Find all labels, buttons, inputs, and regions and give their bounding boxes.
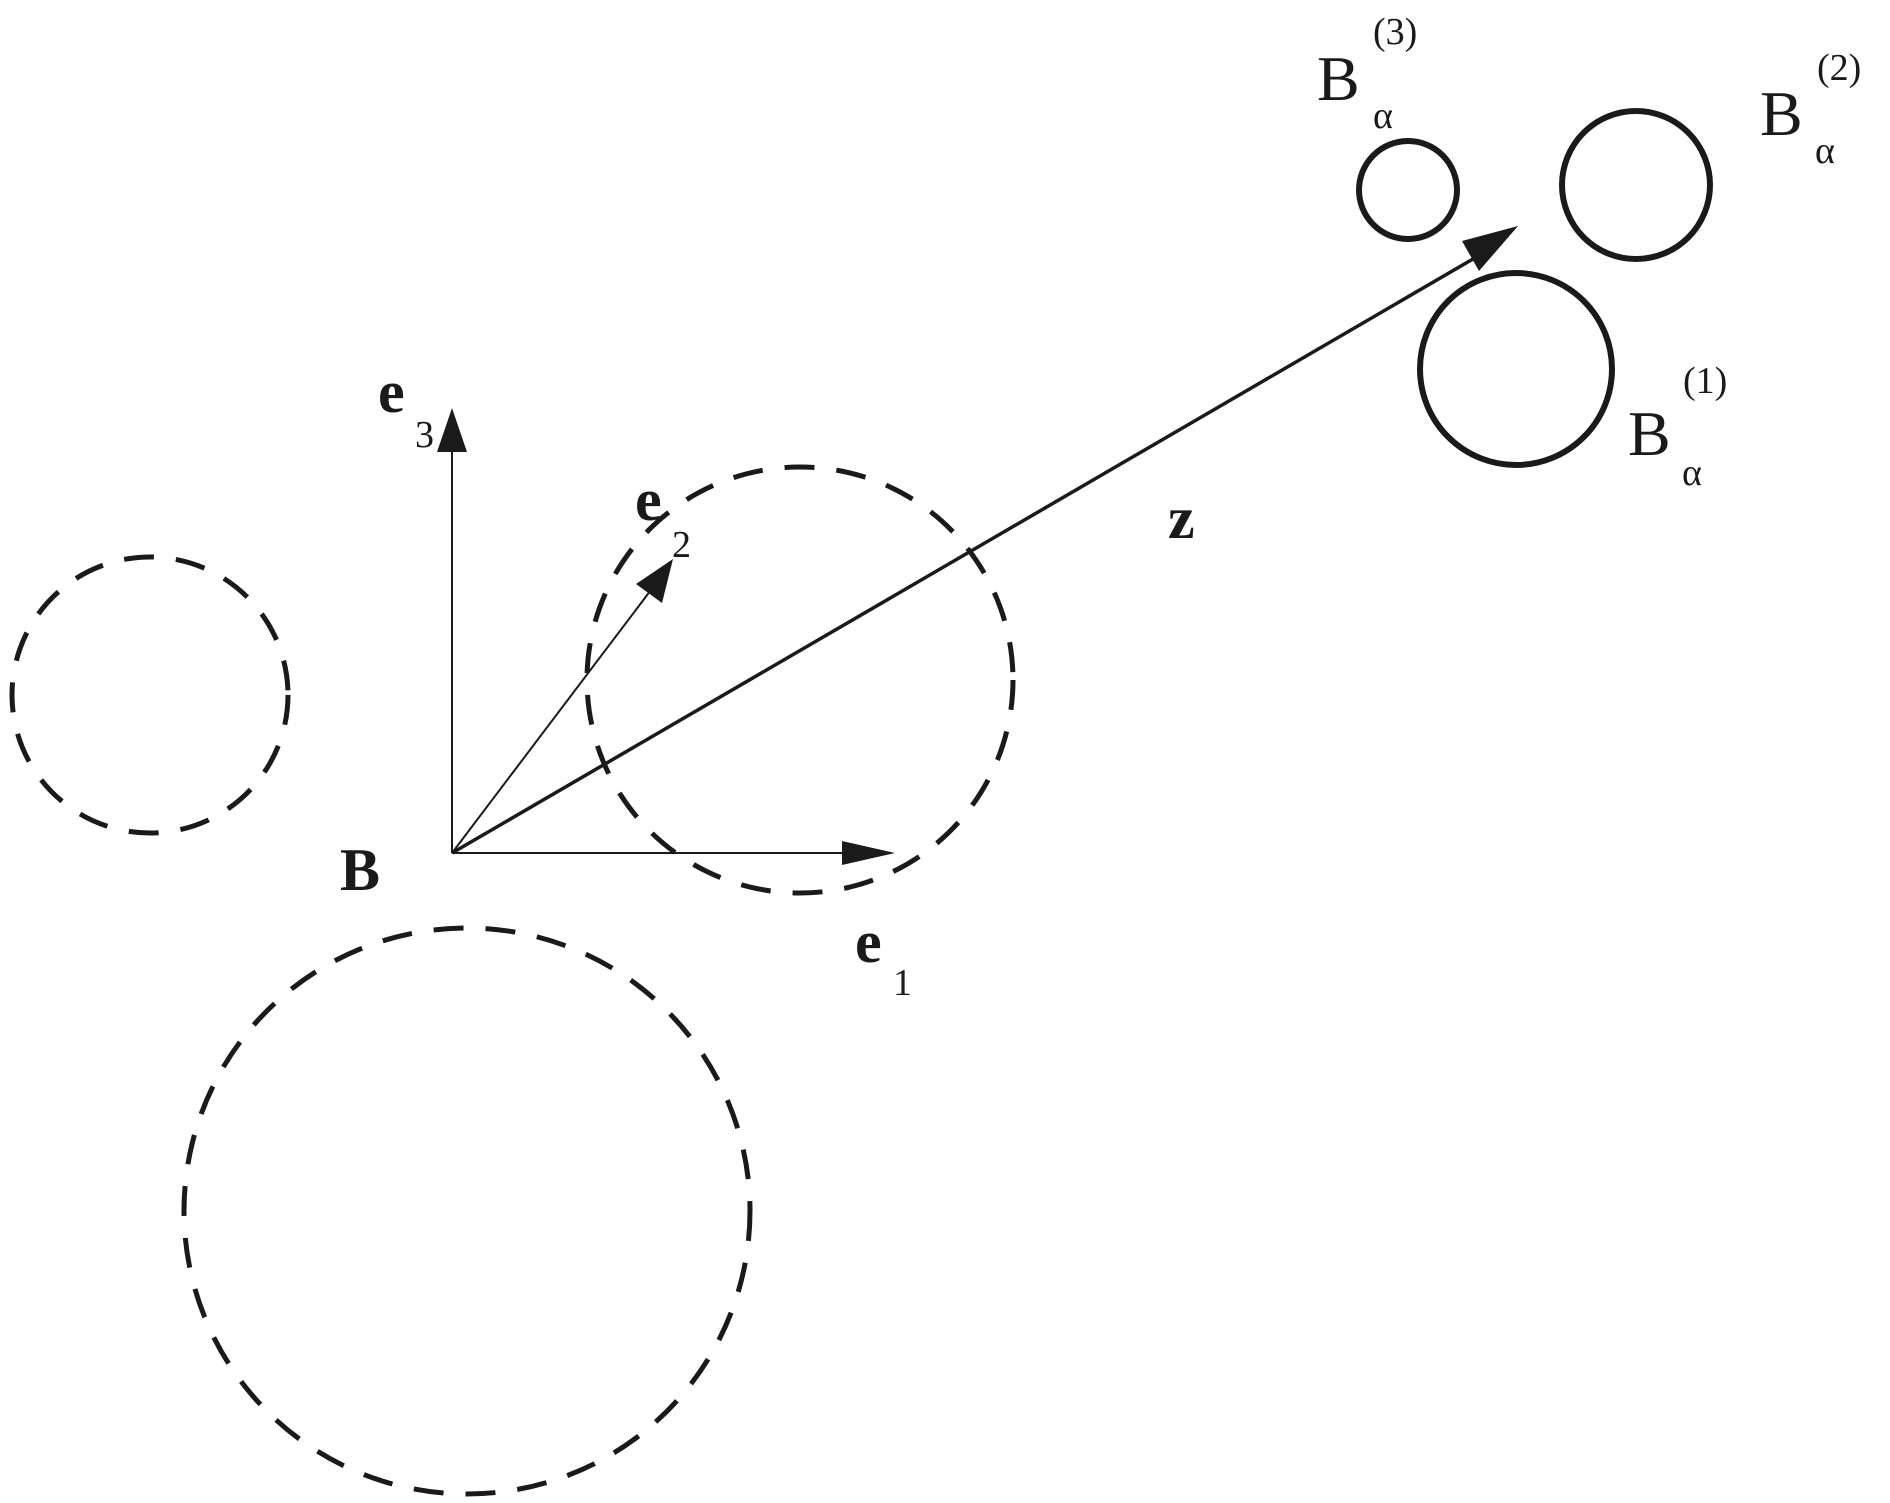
solid-circle-b2 xyxy=(1559,108,1713,262)
dashed-circle-center xyxy=(584,464,1016,896)
z-vector-line xyxy=(451,250,1486,855)
e1-subscript: 1 xyxy=(893,962,912,1004)
origin-label: B xyxy=(340,837,380,903)
e2-label: e xyxy=(635,467,662,533)
e3-subscript: 3 xyxy=(415,414,434,456)
b2-label-base: B xyxy=(1760,78,1803,149)
solid-circle-b1 xyxy=(1417,270,1615,468)
e2-subscript: 2 xyxy=(672,524,691,566)
b2-label-sub: α xyxy=(1815,130,1835,172)
e2-arrowhead xyxy=(636,559,673,603)
z-label: z xyxy=(1168,485,1195,551)
e1-label: e xyxy=(855,909,882,975)
b3-label-sup: (3) xyxy=(1373,11,1417,53)
b2-label-sup: (2) xyxy=(1817,47,1861,89)
b1-label-sup: (1) xyxy=(1683,360,1727,402)
e3-label: e xyxy=(378,359,405,425)
z-arrowhead xyxy=(1462,226,1518,271)
b1-label-base: B xyxy=(1628,398,1671,469)
b1-label-sub: α xyxy=(1682,452,1702,494)
e3-arrowhead xyxy=(437,408,467,452)
b3-label-sub: α xyxy=(1373,95,1393,137)
e2-axis-line xyxy=(451,577,661,854)
solid-circle-b3 xyxy=(1356,138,1460,242)
b3-label-base: B xyxy=(1317,43,1360,114)
dashed-circle-left xyxy=(9,554,291,836)
dashed-circle-bottom xyxy=(181,925,753,1497)
e1-arrowhead xyxy=(842,841,895,865)
